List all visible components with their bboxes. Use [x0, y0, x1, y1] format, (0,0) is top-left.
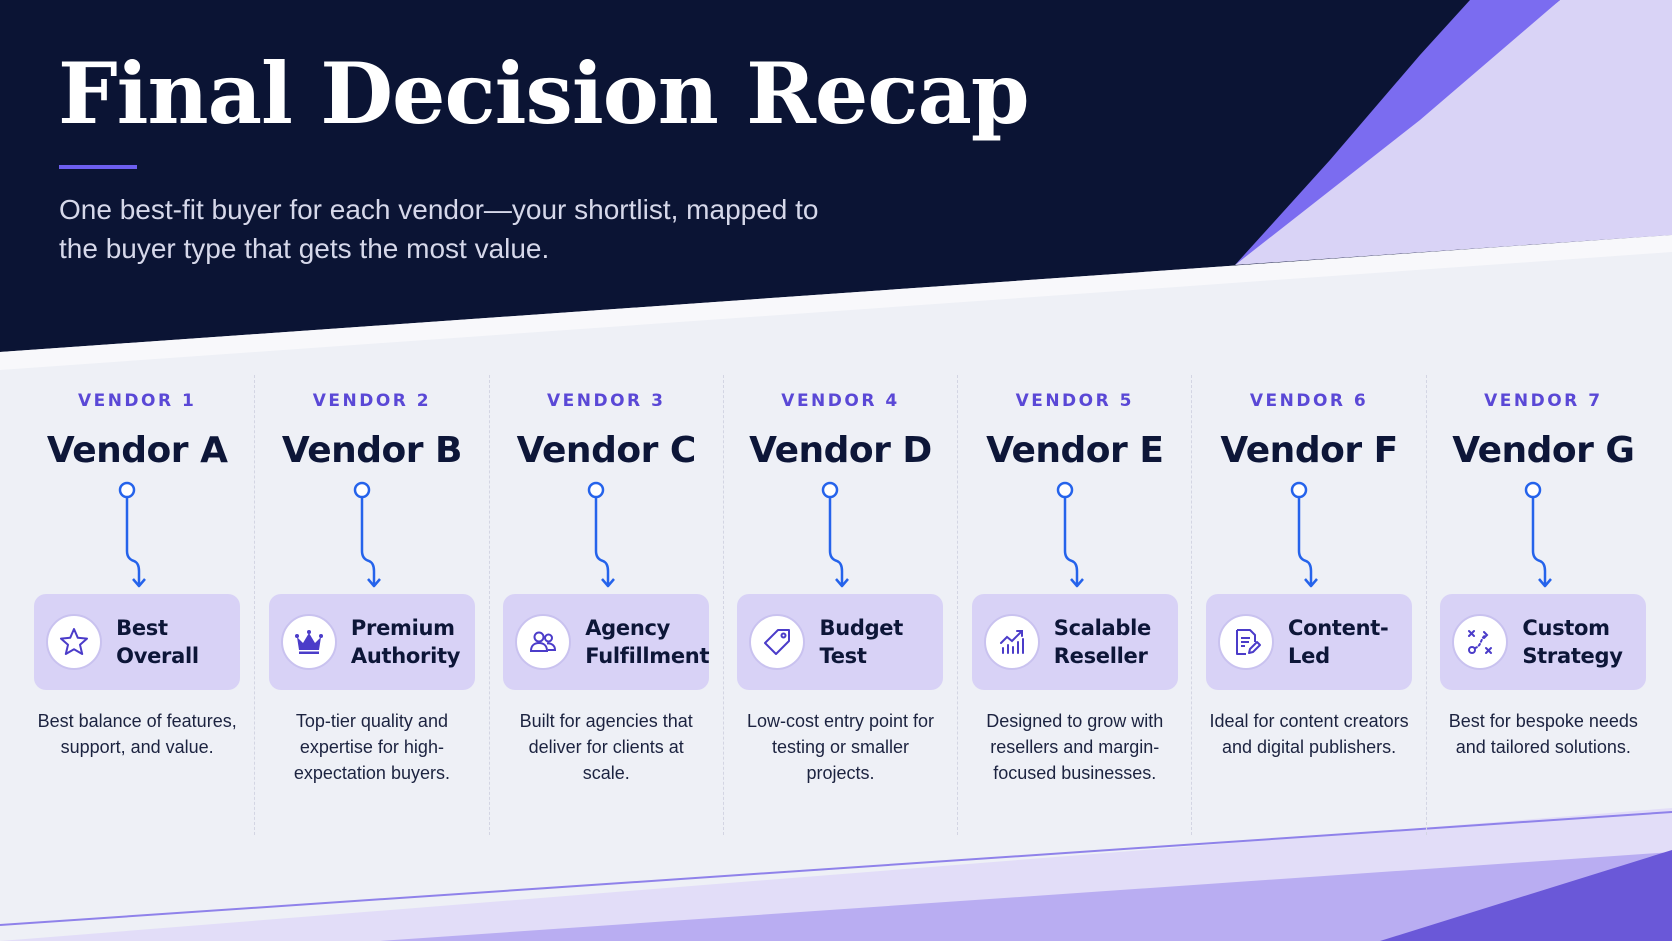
tag-icon [749, 614, 806, 670]
connector-arrow-icon [1290, 481, 1318, 588]
vendor-description: Ideal for content creators and digital p… [1209, 711, 1409, 757]
vendor-number: VENDOR 5 [1015, 391, 1134, 411]
vendor-name: Vendor A [46, 430, 228, 471]
page-title: Final Decision Recap [58, 44, 1030, 143]
vendor-number: VENDOR 4 [781, 391, 900, 411]
growth-chart-icon [983, 614, 1040, 670]
vendor-name: Vendor E [986, 430, 1164, 471]
strategy-play-icon [1452, 614, 1509, 670]
connector-arrow-icon [1056, 481, 1084, 588]
vendor-name: Vendor C [516, 430, 697, 471]
star-icon [46, 614, 103, 670]
connector-arrow-icon [1525, 481, 1553, 588]
vendor-name: Vendor G [1452, 430, 1635, 471]
page-subtitle: One best-fit buyer for each vendor—your … [59, 194, 819, 264]
vendor-number: VENDOR 3 [547, 391, 666, 411]
vendor-description: Designed to grow with resellers and marg… [986, 711, 1164, 783]
vendor-description: Best for bespoke needs and tailored solu… [1448, 711, 1638, 757]
buyer-type-label: Content-Led [1288, 616, 1389, 668]
connector-arrow-icon [118, 481, 147, 588]
vendor-number: VENDOR 1 [77, 391, 197, 411]
vendor-number: VENDOR 6 [1249, 391, 1369, 411]
connector-arrow-icon [353, 481, 381, 588]
users-icon [515, 614, 572, 670]
vendor-number: VENDOR 7 [1484, 391, 1603, 411]
vendor-name: Vendor D [749, 430, 932, 471]
title-underline [59, 165, 137, 169]
vendor-name: Vendor B [281, 430, 463, 471]
connector-arrow-icon [822, 481, 850, 588]
vendor-number: VENDOR 2 [312, 391, 432, 411]
document-edit-icon [1218, 614, 1275, 670]
vendor-description: Best balance of features, support, and v… [37, 711, 237, 757]
crown-icon [280, 614, 337, 670]
vendor-description: Built for agencies that deliver for clie… [519, 711, 693, 783]
vendor-description: Low-cost entry point for testing or smal… [746, 711, 935, 783]
buyer-type-badge: Content-Led [1206, 594, 1413, 690]
vendor-name: Vendor F [1220, 430, 1398, 471]
connector-arrow-icon [587, 481, 616, 588]
vendor-description: Top-tier quality and expertise for high-… [293, 711, 450, 783]
